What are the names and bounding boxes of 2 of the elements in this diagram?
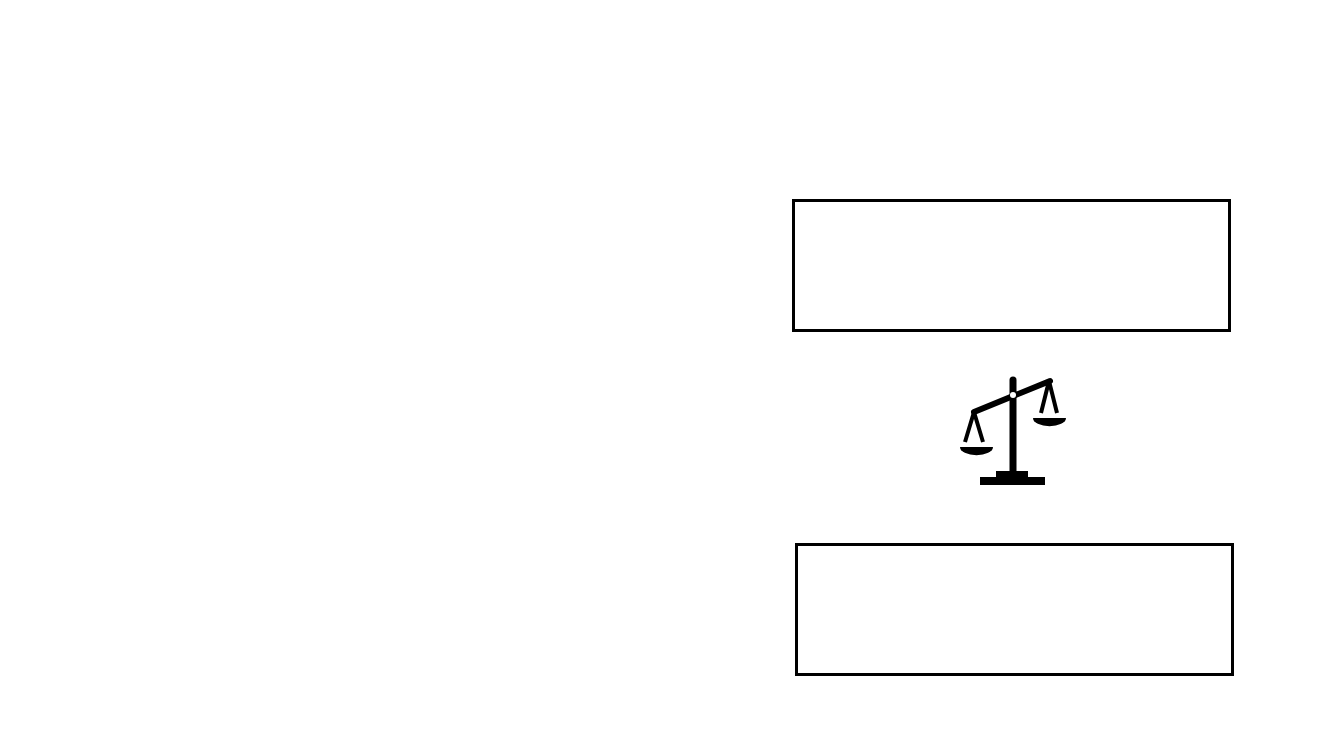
empty-box: [792, 199, 1231, 332]
empty-box: [795, 543, 1234, 676]
